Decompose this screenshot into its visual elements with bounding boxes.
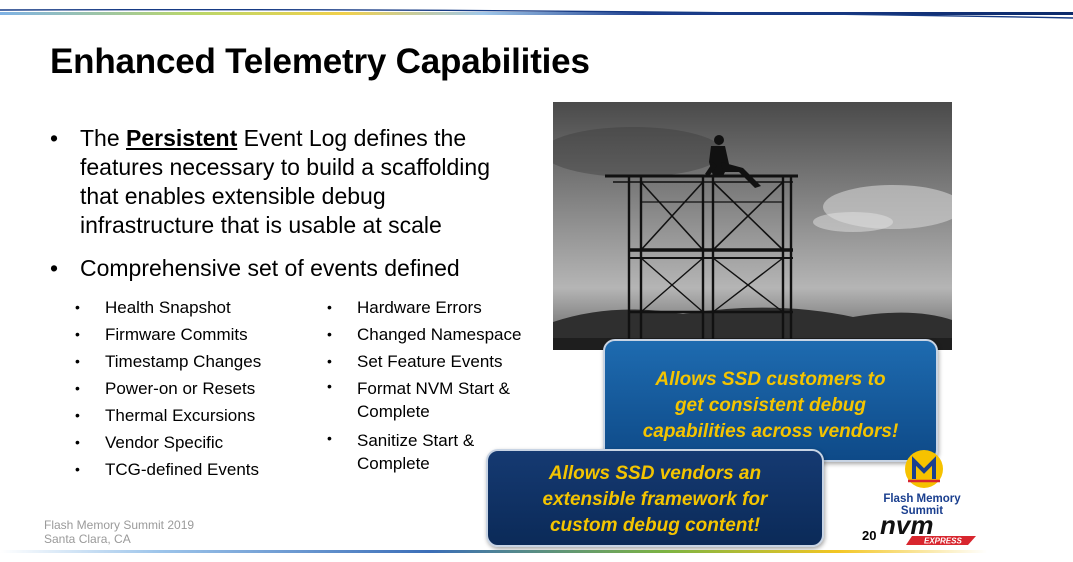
event-label: Complete (357, 402, 430, 421)
bullet-comprehensive-events: • Comprehensive set of events defined (50, 254, 550, 283)
event-label: Sanitize Start & (357, 431, 475, 450)
bullet-dot: • (75, 380, 80, 396)
nvme-logo-text: nvm (880, 512, 933, 540)
events-list-left: • Health Snapshot • Firmware Commits • Time… (75, 294, 320, 483)
bullet-persistent-event-log: • The Persistent Event Log defines the f… (50, 124, 550, 240)
flash-memory-summit-logo: Flash Memory Summit (866, 447, 978, 517)
footer-location: Santa Clara, CA (44, 532, 131, 546)
callout-line: Allows SSD customers to (655, 369, 886, 390)
page-number: 20 (862, 528, 877, 543)
bullet-line: Comprehensive set of events defined (80, 255, 460, 281)
event-item: • Hardware Errors (327, 294, 552, 321)
event-item: • Thermal Excursions (75, 402, 320, 429)
callout-line: extensible framework for (542, 489, 768, 510)
fms-emblem-icon (905, 450, 943, 488)
event-label: Firmware Commits (105, 325, 248, 344)
event-label: Hardware Errors (357, 298, 482, 317)
top-decorative-rule (0, 8, 1073, 19)
nvme-express-text: EXPRESS (924, 537, 962, 546)
persistent-emphasis: Persistent (126, 125, 238, 151)
slide-title: Enhanced Telemetry Capabilities (50, 42, 590, 81)
event-item: • Health Snapshot (75, 294, 320, 321)
bullet-dot: • (327, 326, 332, 342)
fms-logo-text: Flash Memory Summit (883, 493, 961, 517)
event-item: • Sanitize Start & Complete (327, 427, 552, 475)
bullet-dot: • (327, 378, 332, 394)
callout-line: capabilities across vendors! (642, 421, 899, 442)
event-item: • TCG-defined Events (75, 456, 320, 483)
scaffolding-photo (553, 102, 952, 350)
callout-ssd-vendors: Allows SSD vendors an extensible framewo… (486, 449, 824, 547)
bullet-text: The (80, 125, 127, 151)
event-item: • Set Feature Events (327, 348, 552, 375)
event-item: • Changed Namespace (327, 321, 552, 348)
bullet-text: Event Log defines the (237, 125, 467, 151)
bullet-dot: • (327, 353, 332, 369)
bottom-decorative-rule (0, 550, 1073, 553)
footer-event: Flash Memory Summit 2019 (44, 518, 195, 532)
nvm-express-logo: nvm EXPRESS (880, 512, 976, 546)
callout-line: custom debug content! (549, 515, 761, 536)
bullet-line: features necessary to build a scaffoldin… (80, 154, 490, 180)
main-bullet-list: • The Persistent Event Log defines the f… (50, 124, 550, 283)
event-label: Complete (357, 454, 430, 473)
event-label: Timestamp Changes (105, 352, 262, 371)
callout-line: Allows SSD vendors an (548, 463, 762, 484)
event-item: • Power-on or Resets (75, 375, 320, 402)
event-label: Thermal Excursions (105, 406, 256, 425)
bullet-dot: • (50, 255, 59, 281)
bullet-line: that enables extensible debug (80, 183, 386, 209)
bullet-dot: • (75, 407, 80, 423)
event-label: Set Feature Events (357, 352, 503, 371)
event-item: • Format NVM Start & Complete (327, 375, 552, 423)
callout-line: get consistent debug (674, 395, 867, 416)
bullet-dot: • (75, 434, 80, 450)
event-label: Changed Namespace (357, 325, 522, 344)
event-label: Power-on or Resets (105, 379, 256, 398)
event-label: Format NVM Start & (357, 379, 511, 398)
event-item: • Timestamp Changes (75, 348, 320, 375)
bullet-dot: • (75, 299, 80, 315)
bullet-dot: • (75, 326, 80, 342)
callout-ssd-customers: Allows SSD customers to get consistent d… (603, 339, 938, 462)
event-label: TCG-defined Events (105, 460, 260, 479)
bullet-dot: • (75, 353, 80, 369)
bullet-line: infrastructure that is usable at scale (80, 212, 442, 238)
event-label: Health Snapshot (105, 298, 231, 317)
event-item: • Firmware Commits (75, 321, 320, 348)
bullet-dot: • (50, 125, 59, 151)
slide-footer: Flash Memory Summit 2019 Santa Clara, CA (44, 518, 194, 546)
event-label: Vendor Specific (105, 433, 224, 452)
bullet-dot: • (327, 299, 332, 315)
bullet-dot: • (327, 430, 332, 446)
event-item: • Vendor Specific (75, 429, 320, 456)
events-list-right: • Hardware Errors • Changed Namespace • Set… (327, 294, 552, 479)
bullet-dot: • (75, 461, 80, 477)
bullet-line: The Persistent Event Log defines the (80, 124, 550, 153)
